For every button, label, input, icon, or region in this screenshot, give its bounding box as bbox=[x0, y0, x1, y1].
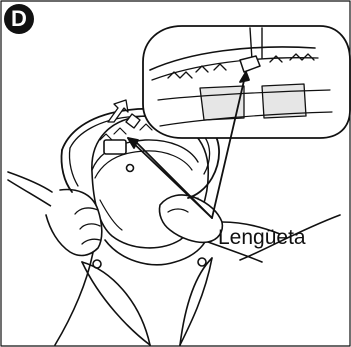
tab-callout-label: Lengüeta bbox=[218, 226, 306, 250]
zoom-inset bbox=[143, 26, 350, 138]
step-letter-badge: D bbox=[4, 4, 34, 34]
